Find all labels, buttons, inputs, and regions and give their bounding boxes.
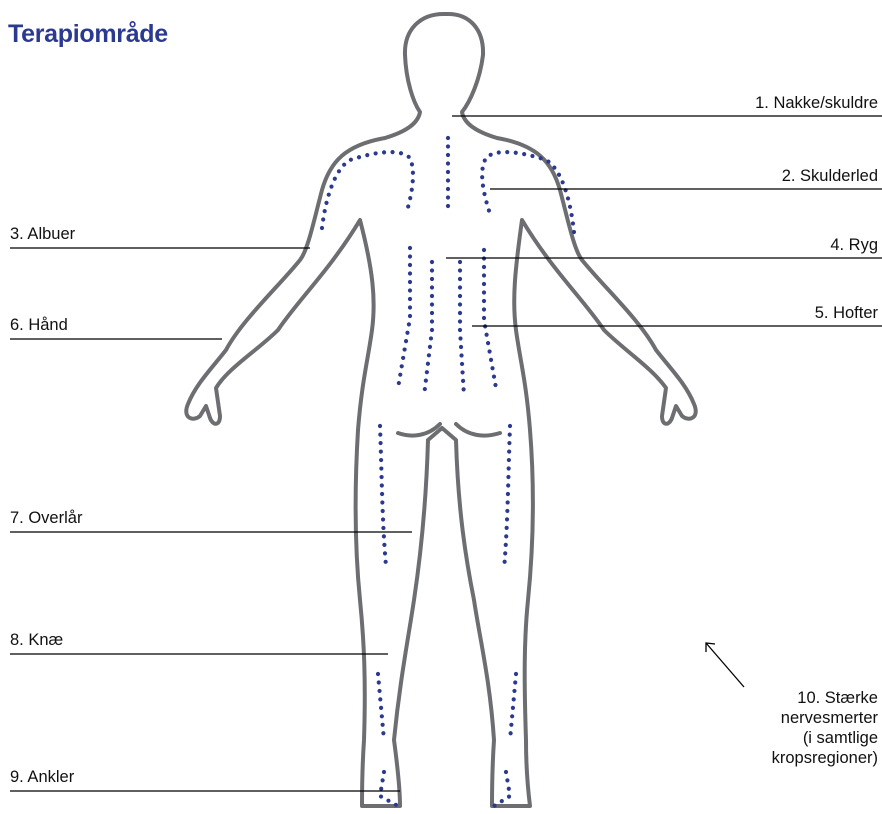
leader-nerve-pain	[706, 643, 744, 687]
dots-calf-right	[510, 674, 516, 740]
dots-back-1	[398, 248, 410, 388]
label-neck: 1. Nakke/skuldre	[755, 93, 878, 113]
leader-lines	[10, 116, 882, 791]
dots-ankle-left	[380, 772, 398, 806]
label-elbows: 3. Albuer	[10, 224, 75, 244]
label-nerve-pain-line-3: (i samtlige	[772, 728, 878, 748]
dots-thigh-left	[380, 426, 386, 566]
body-outline	[186, 14, 695, 806]
dots-thigh-right	[504, 426, 510, 570]
label-nerve-pain-line-2: nervesmerter	[772, 708, 878, 728]
dots-back-4	[484, 250, 496, 388]
label-nerve-pain-line-4: kropsregioner)	[772, 748, 878, 768]
buttock-curve-right	[456, 424, 500, 436]
dots-ankle-right	[494, 772, 510, 806]
label-shoulder: 2. Skulderled	[782, 166, 878, 186]
label-back: 4. Ryg	[830, 235, 878, 255]
label-hips: 5. Hofter	[815, 303, 878, 323]
dots-back-3	[460, 262, 464, 396]
label-knee: 8. Knæ	[10, 630, 63, 650]
label-hand: 6. Hånd	[10, 315, 68, 335]
label-nerve-pain-line-1: 10. Stærke	[772, 688, 878, 708]
dots-back-2	[424, 262, 432, 396]
label-nerve-pain: 10. Stærke nervesmerter (i samtlige krop…	[772, 688, 878, 768]
label-ankles: 9. Ankler	[10, 767, 74, 787]
label-thigh: 7. Overlår	[10, 508, 82, 528]
dots-calf-left	[378, 674, 384, 740]
therapy-dots	[322, 138, 574, 806]
